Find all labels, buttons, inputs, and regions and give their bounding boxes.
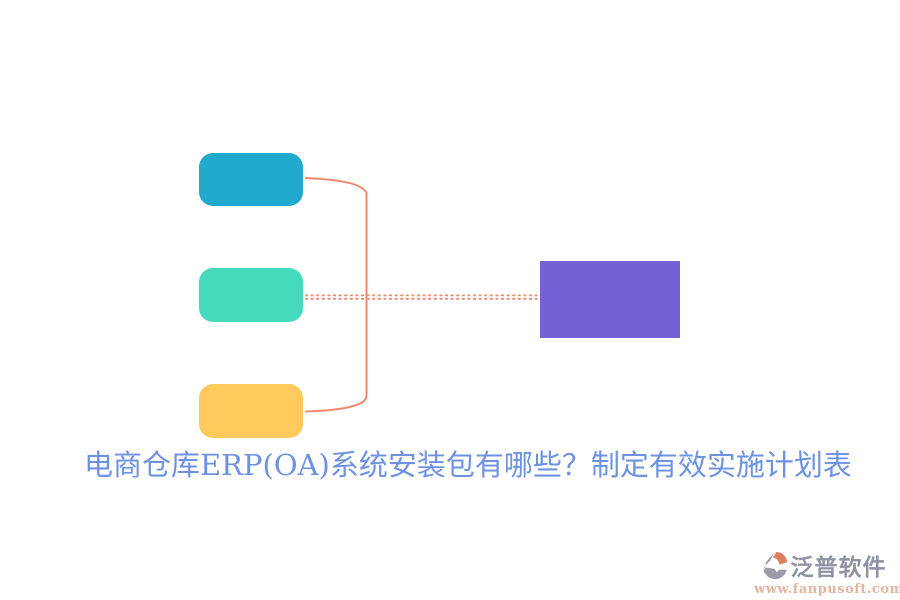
watermark-url: www.fanpusoft.com — [754, 582, 900, 597]
flow-node-middle — [199, 268, 303, 322]
flow-node-top — [199, 153, 303, 206]
page-title: 电商仓库ERP(OA)系统安装包有哪些？制定有效实施计划表 — [84, 448, 852, 482]
watermark-brand: 泛普软件 — [790, 555, 887, 581]
watermark: 泛普软件 www.fanpusoft.com — [754, 548, 900, 597]
flow-node-target — [540, 261, 680, 338]
solid-connector-path — [304, 177, 368, 413]
flow-node-bottom — [199, 384, 303, 438]
fanpu-logo-icon — [763, 551, 787, 579]
